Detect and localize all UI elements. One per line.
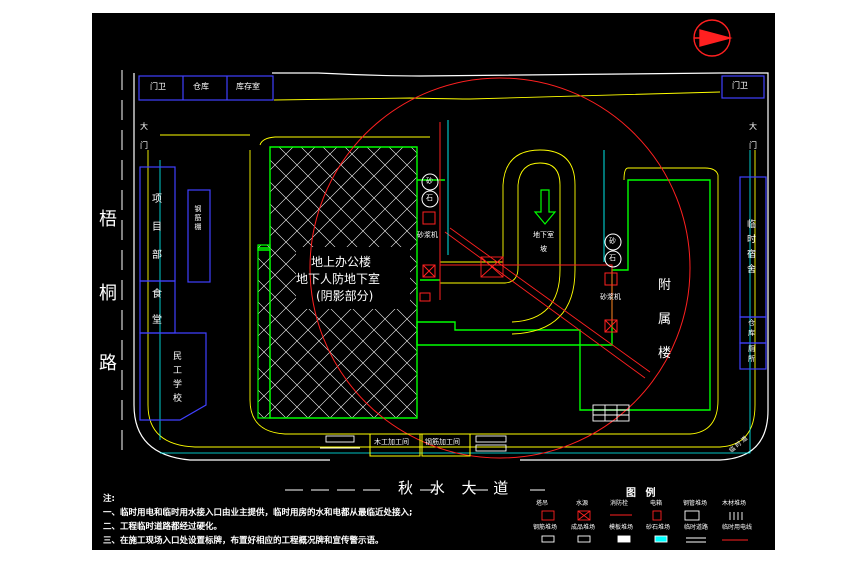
dorm-3: 宿 — [747, 250, 757, 260]
legend-r2-2: 模板堆场 — [609, 524, 634, 531]
left-road-char3: 路 — [99, 353, 117, 374]
legend-r1-1: 水源 — [576, 500, 589, 507]
water-line — [159, 150, 751, 454]
legend-title: 图 例 — [626, 488, 659, 499]
dorm-4: 舍 — [747, 265, 757, 275]
project-dept-1: 项 — [152, 194, 162, 205]
legend-symbols — [541, 510, 748, 543]
top-right-room-box — [721, 75, 765, 99]
room-inventory: 库存室 — [236, 82, 260, 91]
note-3: 三、在施工现场入口处设置标牌，布置好相应的工程概况牌和宣传警示语。 — [103, 536, 384, 546]
ramp-arrow — [533, 189, 557, 225]
notes-heading: 注: — [103, 494, 115, 504]
toilet-1: 厕 — [748, 345, 755, 353]
crane-radius-circle — [309, 77, 691, 459]
school-1: 民 — [173, 352, 183, 362]
carpenter-label: 木工加工间 — [374, 438, 409, 446]
warehouse-small-1: 仓 — [748, 319, 755, 327]
legend-r2-3: 砂石堆场 — [646, 524, 671, 531]
road-edge — [147, 91, 756, 448]
dorm-2: 时 — [747, 235, 757, 245]
sand-right: 砂 — [609, 237, 616, 245]
red-markers — [419, 211, 618, 333]
annex-char1: 附 — [658, 278, 672, 293]
legend-r2-4: 临时道路 — [684, 524, 709, 531]
room-guard-right: 门卫 — [732, 81, 748, 90]
legend-r2-1: 成品堆场 — [571, 524, 596, 531]
main-building-line1: 地上办公楼 — [311, 255, 372, 269]
legend-r1-2: 消防栓 — [610, 500, 629, 507]
right-facilities — [739, 176, 767, 370]
school-2: 工 — [173, 366, 183, 376]
water-feed — [447, 120, 605, 262]
gate-left-1: 大 — [140, 122, 148, 131]
left-road-char1: 梧 — [99, 209, 117, 230]
legend-r2-0: 钢筋堆场 — [533, 524, 558, 531]
notes-block: 注: 一、临时用电和临时用水接入口由业主提供，临时用房的水和电都从最临近处接入;… — [103, 492, 412, 548]
bottom-stacks — [320, 404, 630, 452]
toilet-2: 所 — [748, 355, 755, 363]
note-1: 一、临时用电和临时用水接入口由业主提供，临时用房的水和电都从最临近处接入; — [103, 508, 413, 518]
warehouse-small-2: 库 — [748, 329, 755, 337]
legend-r1-3: 电箱 — [650, 500, 663, 507]
main-building — [257, 146, 418, 419]
power-line — [439, 122, 613, 325]
sand-left: 砂 — [426, 177, 433, 185]
crane-boom — [444, 227, 651, 379]
project-dept-2: 目 — [152, 222, 162, 233]
school-3: 学 — [173, 380, 183, 390]
legend-r1-5: 木材堆场 — [722, 500, 747, 507]
ramp-label-1: 地下室 — [533, 231, 554, 239]
room-guard-left: 门卫 — [150, 82, 166, 91]
site-boundary — [133, 72, 769, 461]
room-storage: 仓库 — [193, 82, 209, 91]
mixer-right-label: 砂浆机 — [600, 293, 621, 301]
rebar-shed-label: 钢筋棚 — [194, 205, 202, 232]
stone-left: 石 — [426, 194, 433, 202]
mixer-left-label: 砂浆机 — [417, 231, 438, 239]
project-dept-3: 部 — [152, 250, 162, 261]
gate-right-1: 大 — [749, 122, 757, 131]
gate-left-2: 门 — [140, 141, 148, 150]
main-building-line2: 地下人防地下室 — [296, 272, 381, 286]
sand-stone-piles — [421, 173, 622, 268]
canteen-2: 堂 — [152, 315, 162, 326]
ramp — [440, 149, 576, 335]
left-road-char2: 桐 — [99, 283, 117, 304]
note-2: 二、工程临时道路都经过硬化。 — [103, 522, 223, 532]
compass-icon — [693, 19, 733, 57]
bottom-workshops — [369, 433, 471, 457]
left-facilities — [139, 166, 211, 421]
dorm-1: 临 — [747, 220, 757, 230]
top-left-rooms — [138, 75, 274, 101]
gate-right-2: 门 — [749, 141, 757, 150]
steel-work-label: 钢筋加工间 — [425, 438, 460, 446]
stone-right: 石 — [609, 254, 616, 262]
legend-r1-0: 塔吊 — [536, 500, 549, 507]
school-4: 校 — [173, 394, 183, 404]
legend-r2-5: 临时用电线 — [722, 524, 753, 531]
annex-char2: 属 — [658, 312, 672, 327]
ramp-label-2: 坡 — [540, 245, 547, 253]
legend-r1-4: 钢管堆场 — [683, 500, 708, 507]
main-building-line3: (阴影部分) — [316, 289, 374, 303]
annex-char3: 楼 — [658, 346, 672, 361]
bottom-road-label: 秋 水 大 道 — [398, 479, 515, 497]
canteen-1: 食 — [152, 289, 162, 300]
